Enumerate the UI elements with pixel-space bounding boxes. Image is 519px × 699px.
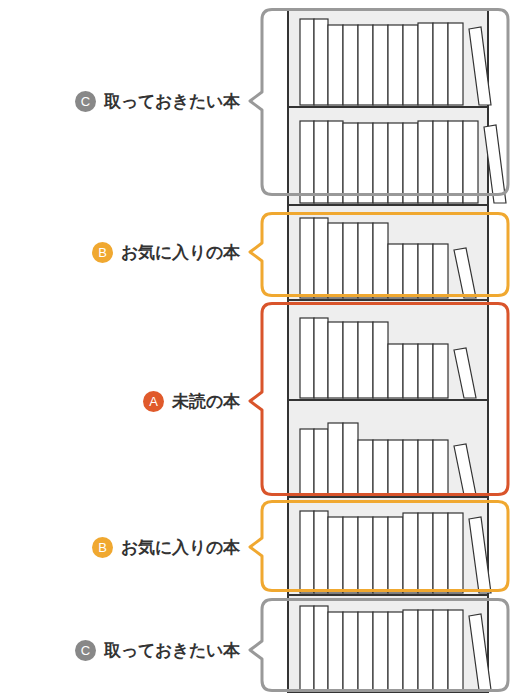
shelf-board: [288, 204, 488, 206]
callout-label: B お気に入りの本: [92, 536, 240, 559]
callout-label: C 取っておきたい本: [75, 90, 240, 113]
shelf-board: [288, 594, 488, 596]
letter-badge: C: [75, 640, 96, 661]
shelf-board: [288, 496, 488, 498]
callout-bracket: C 取っておきたい本: [10, 598, 510, 692]
callout-bracket: B お気に入りの本: [10, 500, 510, 592]
bracket-outline: [10, 500, 510, 592]
category-label: お気に入りの本: [121, 241, 240, 264]
callout-bracket: C 取っておきたい本: [10, 8, 510, 196]
shelf-board: [288, 106, 488, 108]
callout-label: C 取っておきたい本: [75, 639, 240, 662]
category-label: お気に入りの本: [121, 536, 240, 559]
category-label: 取っておきたい本: [104, 90, 240, 113]
category-label: 未読の本: [172, 390, 240, 413]
callout-bracket: A 未読の本: [10, 302, 510, 496]
letter-badge: A: [143, 391, 164, 412]
shelf-board: [288, 399, 488, 401]
category-label: 取っておきたい本: [104, 639, 240, 662]
callout-label: B お気に入りの本: [92, 241, 240, 264]
callout-bracket: B お気に入りの本: [10, 212, 510, 297]
letter-badge: C: [75, 91, 96, 112]
callout-label: A 未読の本: [143, 390, 240, 413]
letter-badge: B: [92, 242, 113, 263]
shelf-board: [288, 299, 488, 301]
letter-badge: B: [92, 537, 113, 558]
bracket-outline: [10, 212, 510, 297]
bracket-outline: [10, 302, 510, 496]
